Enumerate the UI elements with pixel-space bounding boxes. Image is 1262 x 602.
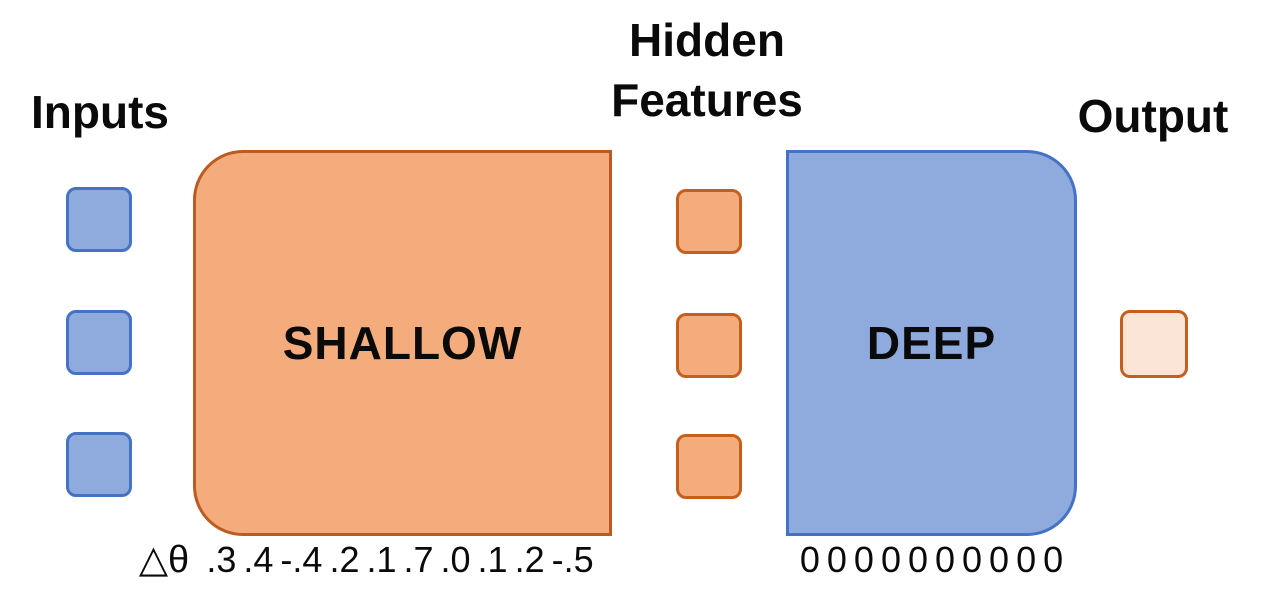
- output-node: [1120, 310, 1188, 378]
- output-label: Output: [1077, 90, 1229, 142]
- shallow-network-label: SHALLOW: [282, 317, 523, 369]
- deep-weight-values: 0 0 0 0 0 0 0 0 0 0: [799, 539, 1064, 580]
- hidden-feature-node: [676, 434, 742, 499]
- input-node: [66, 310, 132, 375]
- hidden-features-label: Hidden Features: [611, 14, 803, 126]
- hidden-feature-node: [676, 313, 742, 378]
- deep-network-label: DEEP: [866, 317, 997, 369]
- deep-network-box: DEEP: [786, 150, 1077, 536]
- shallow-weight-values: .3 .4 -.4 .2 .1 .7 .0 .1 .2 -.5: [206, 539, 594, 580]
- inputs-label: Inputs: [31, 86, 169, 138]
- input-node: [66, 432, 132, 497]
- hidden-feature-node: [676, 189, 742, 254]
- delta-theta-symbol: △θ: [138, 539, 190, 581]
- shallow-network-box: SHALLOW: [193, 150, 612, 536]
- input-node: [66, 187, 132, 252]
